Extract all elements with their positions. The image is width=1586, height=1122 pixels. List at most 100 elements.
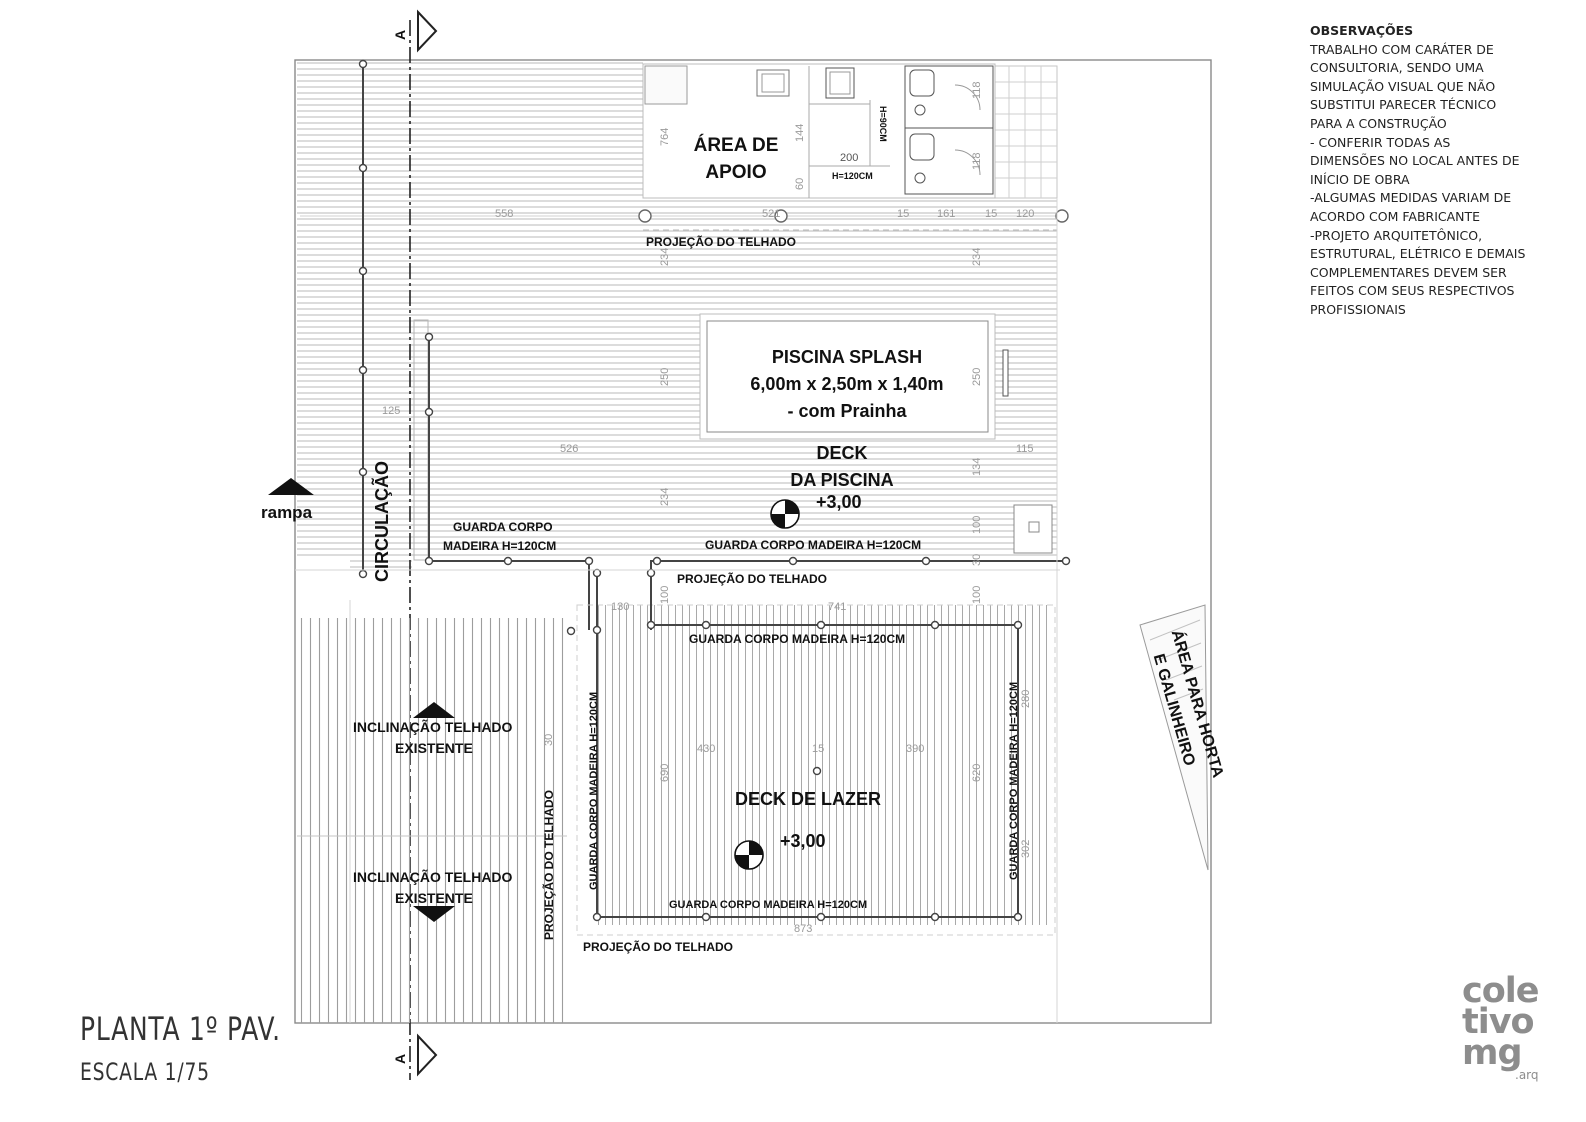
roof-projection-label-mid: PROJEÇÃO DO TELHADO — [677, 572, 828, 586]
dim-115: 115 — [1016, 443, 1034, 455]
sink-basin — [761, 73, 785, 93]
existing-roof — [297, 618, 567, 1023]
lazer-deck-guardrail — [596, 573, 1019, 918]
pool-label-line3: - com Prainha — [787, 401, 907, 421]
dim-100c: 100 — [971, 585, 983, 604]
notes-line: ESTRUTURAL, ELÉTRICO E DEMAIS — [1310, 246, 1526, 262]
guardrail-label-l2: MADEIRA H=120CM — [443, 539, 557, 553]
guardrail-label-lazer-left: GUARDA CORPO MADEIRA H=120CM — [588, 691, 600, 890]
dim-161: 161 — [937, 208, 956, 220]
dim-302: 302 — [1020, 839, 1032, 858]
door-swing-2 — [954, 149, 981, 176]
guardrail-label-lazer-right: GUARDA CORPO MADEIRA H=120CM — [1008, 681, 1020, 880]
pool-label-line2: 6,00m x 2,50m x 1,40m — [750, 374, 944, 394]
dim-144: 144 — [794, 123, 806, 142]
dim-118b: 118 — [971, 152, 983, 170]
dim-30b: 30 — [543, 733, 555, 746]
circulation-posts — [358, 59, 368, 579]
dim-200: 200 — [840, 152, 859, 164]
logo-line-1: cole — [1462, 971, 1540, 1011]
kitchen-counter — [644, 65, 688, 105]
guardrail-posts-upper — [424, 332, 1071, 566]
notes-line: - CONFERIR TODAS AS — [1310, 134, 1451, 150]
slope-arrow-up-icon — [413, 702, 455, 718]
roof-projection-label-vertical: PROJEÇÃO DO TELHADO — [542, 789, 556, 940]
ramp-arrow-icon — [268, 478, 314, 495]
notes-line: -PROJETO ARQUITETÔNICO, — [1310, 227, 1483, 243]
notes-line: COMPLEMENTARES DEVEM SER — [1310, 264, 1507, 280]
guardrail-label-lazer-bottom: GUARDA CORPO MADEIRA H=120CM — [669, 899, 868, 911]
notes-line: CONSULTORIA, SENDO UMA — [1310, 60, 1484, 76]
dim-250b: 250 — [971, 367, 983, 386]
pool-deck-level: +3,00 — [816, 492, 862, 512]
pool-inner — [706, 320, 989, 433]
garden-area-outline — [1139, 604, 1209, 871]
guardrail-posts-lower — [566, 568, 1023, 922]
section-marker-bottom — [417, 1033, 438, 1077]
logo-suffix: .arq — [1515, 1068, 1539, 1082]
roof-slope-label-2-line1: INCLINAÇÃO TELHADO — [353, 869, 513, 885]
dim-690: 690 — [659, 763, 671, 782]
toilet-1 — [909, 69, 935, 97]
guardrail-label-pool: GUARDA CORPO MADEIRA H=120CM — [705, 538, 922, 552]
notes-line: TRABALHO COM CARÁTER DE — [1310, 41, 1494, 57]
upper-deck-hatch — [297, 62, 643, 560]
notes-line: FEITOS COM SEUS RESPECTIVOS — [1310, 283, 1515, 299]
plan-title: PLANTA 1º PAV. — [80, 1010, 281, 1048]
site-boundary — [294, 59, 1212, 1024]
dim-280: 280 — [1020, 689, 1032, 708]
dim-234b: 234 — [971, 247, 983, 266]
lazer-deck-level: +3,00 — [780, 831, 826, 851]
roof-slope-label-2-line2: EXISTENTE — [395, 890, 473, 906]
level-marker-pool — [770, 499, 800, 529]
support-area-label-line2: APOIO — [705, 162, 767, 183]
dim-15c: 15 — [812, 743, 825, 755]
notes-panel: OBSERVAÇÕES TRABALHO COM CARÁTER DE CONS… — [1310, 22, 1545, 320]
level-marker-lazer — [734, 840, 764, 870]
pool-deck-label-line2: DA PISCINA — [790, 470, 894, 490]
dim-125: 125 — [382, 405, 401, 417]
dim-15a: 15 — [897, 208, 910, 220]
dim-30: 30 — [971, 553, 983, 566]
toilet-2 — [909, 133, 935, 161]
section-marker-top — [417, 9, 438, 53]
section-label-bottom: A — [392, 1053, 408, 1064]
guardrail-label-lazer-top: GUARDA CORPO MADEIRA H=120CM — [689, 632, 906, 646]
dim-100b: 100 — [659, 585, 671, 604]
dim-521: 521 — [762, 208, 781, 220]
bathroom-tile-grid — [993, 66, 1057, 198]
notes-line: -ALGUMAS MEDIDAS VARIAM DE — [1310, 190, 1512, 206]
lazer-deck-roof-projection — [576, 604, 1056, 936]
studio-logo: cole tivo mg .arq — [1462, 971, 1540, 1082]
partition-height-label: H=90CM — [878, 106, 888, 142]
notes-line: DIMENSÕES NO LOCAL ANTES DE — [1310, 153, 1520, 169]
circulation-strip — [350, 62, 412, 570]
stair — [413, 319, 429, 561]
logo-line-2: tivo — [1462, 1002, 1535, 1042]
section-label-top: A — [392, 29, 408, 40]
lazer-deck-hatch — [597, 605, 1053, 925]
pool-deck-label: DECK DA PISCINA — [762, 440, 922, 494]
basin-2 — [914, 172, 926, 184]
support-area-label: ÁREA DE APOIO — [676, 132, 796, 186]
dim-15b: 15 — [985, 208, 998, 220]
columns — [638, 209, 1069, 223]
stove-inner — [829, 71, 851, 95]
roof-projection-label-bottom: PROJEÇÃO DO TELHADO — [583, 940, 734, 954]
pool-ladder — [1002, 349, 1009, 397]
shower-drain — [1028, 521, 1040, 533]
dim-620: 620 — [971, 763, 983, 782]
pool-deck-label-line1: DECK — [816, 443, 868, 463]
notes-line: SIMULAÇÃO VISUAL QUE NÃO — [1310, 78, 1496, 94]
notes-title: OBSERVAÇÕES — [1310, 23, 1414, 38]
ramp-label: rampa — [261, 503, 313, 522]
dim-234a: 234 — [659, 247, 671, 266]
dim-873: 873 — [794, 923, 813, 935]
basin-1 — [914, 104, 926, 116]
dim-558: 558 — [495, 208, 514, 220]
guardrail-label-l1: GUARDA CORPO — [453, 520, 553, 534]
dim-130: 130 — [611, 601, 630, 613]
dim-430: 430 — [697, 743, 716, 755]
dim-234c: 234 — [659, 487, 671, 506]
dim-118a: 118 — [971, 81, 983, 99]
